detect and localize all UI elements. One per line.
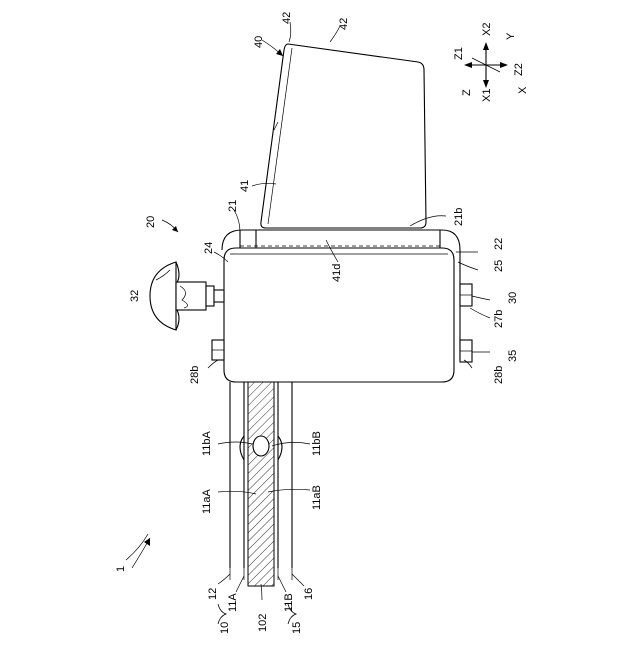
label-24: 24 bbox=[203, 242, 215, 254]
label-11A: 11A bbox=[227, 593, 239, 612]
label-41: 41 bbox=[239, 180, 251, 192]
label-11bB: 11bB bbox=[311, 431, 323, 456]
axis-z2: Z2 bbox=[513, 63, 525, 76]
label-40: 40 bbox=[253, 36, 265, 48]
label-102: 102 bbox=[257, 614, 269, 632]
label-21: 21 bbox=[227, 200, 239, 212]
label-28b-right: 28b bbox=[493, 366, 505, 384]
label-42b: 42 bbox=[338, 18, 350, 30]
label-22: 22 bbox=[493, 238, 505, 250]
axis-z1: Z1 bbox=[453, 47, 465, 60]
device-40 bbox=[261, 44, 426, 228]
axis-z: Z bbox=[461, 89, 473, 96]
label-42a: 42 bbox=[281, 12, 293, 24]
label-20: 20 bbox=[145, 216, 157, 228]
label-1: 1 bbox=[115, 566, 127, 572]
label-11B: 11B bbox=[283, 593, 295, 612]
label-35: 35 bbox=[507, 350, 519, 362]
rails bbox=[230, 382, 292, 586]
label-15: 15 bbox=[291, 622, 303, 634]
screw-30 bbox=[460, 284, 472, 306]
label-27b: 27b bbox=[493, 310, 505, 328]
label-11bA: 11bA bbox=[201, 430, 213, 456]
label-10: 10 bbox=[219, 622, 231, 634]
label-41d: 41d bbox=[331, 264, 343, 282]
label-25: 25 bbox=[493, 260, 505, 272]
label-11aB: 11aB bbox=[311, 485, 323, 510]
label-16: 16 bbox=[303, 588, 315, 600]
axis-x2: X2 bbox=[481, 23, 493, 36]
label-28b-left: 28b bbox=[189, 366, 201, 384]
label-11aA: 11aA bbox=[201, 488, 213, 514]
label-32: 32 bbox=[129, 290, 141, 302]
screw-35 bbox=[460, 340, 472, 362]
axis-y: Y bbox=[505, 32, 517, 40]
axis-x1: X1 bbox=[481, 89, 493, 102]
knob-32 bbox=[150, 262, 224, 330]
screw-28b-left bbox=[212, 340, 224, 360]
label-21b: 21b bbox=[453, 208, 465, 226]
label-30: 30 bbox=[507, 292, 519, 304]
axis-indicator bbox=[464, 42, 508, 88]
axis-x: X bbox=[517, 86, 529, 94]
label-12: 12 bbox=[207, 588, 219, 600]
